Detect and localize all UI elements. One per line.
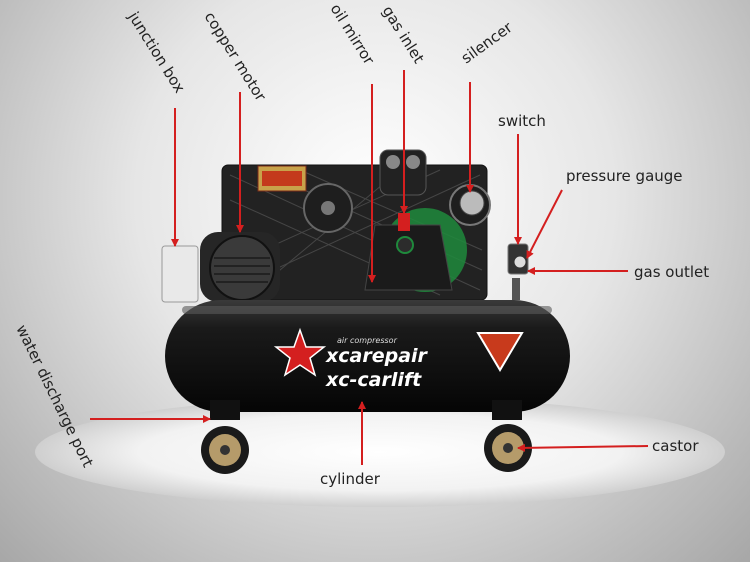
- castor-wheel-right: [484, 424, 532, 472]
- brand-small-text: air compressor: [337, 336, 398, 345]
- brand-star-icon: [273, 327, 327, 377]
- air-tank: [165, 300, 570, 412]
- junction-box: [161, 245, 199, 303]
- brand-name-2: xc-carlift: [325, 369, 422, 391]
- label-pressure-gauge: pressure gauge: [566, 167, 683, 185]
- label-switch: switch: [498, 112, 546, 130]
- label-copper-motor: copper motor: [201, 9, 271, 105]
- label-castor: castor: [652, 437, 699, 455]
- compressor-unit: [161, 149, 570, 474]
- tank-foot-right: [492, 400, 522, 420]
- label-oil-mirror: oil mirror: [327, 1, 379, 69]
- pump-head: [364, 224, 453, 291]
- label-gas-inlet: gas inlet: [379, 3, 428, 67]
- castor-wheel-left: [201, 426, 249, 474]
- arrow-castor: [517, 443, 649, 452]
- silencer: [459, 190, 485, 216]
- label-cylinder: cylinder: [320, 470, 381, 488]
- label-junction-box: junction box: [124, 8, 189, 97]
- red-valve: [398, 213, 410, 231]
- arrow-pressure-gauge: [526, 189, 563, 259]
- tank-foot-left: [210, 400, 240, 420]
- oil-mirror: [396, 236, 414, 254]
- floor-platform: [35, 397, 725, 507]
- label-gas-outlet: gas outlet: [634, 263, 709, 281]
- motor-fan-cover: [209, 235, 275, 301]
- pressure-gauge: [513, 255, 527, 269]
- gas-outlet-valve: [512, 278, 520, 300]
- warning-sticker: [476, 332, 524, 372]
- label-silencer: silencer: [458, 18, 517, 67]
- callout-arrows: [90, 70, 649, 465]
- brand-name-1: xcarepair: [325, 345, 429, 367]
